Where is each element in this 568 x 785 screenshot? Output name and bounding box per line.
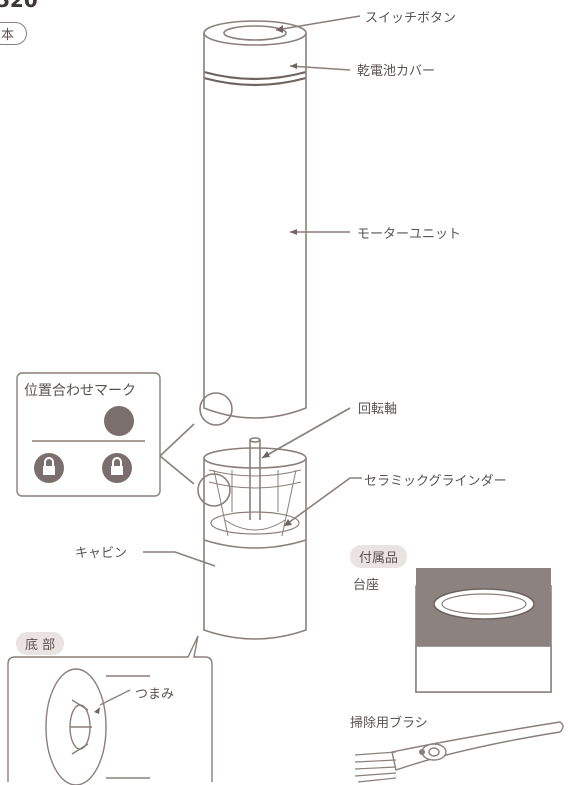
cabin-upper-outline [203, 458, 307, 540]
brush-illustration [354, 721, 564, 783]
label-ceramic-grinder: セラミックグラインダー [364, 474, 507, 489]
label-knob: つまみ [135, 687, 175, 702]
model-number-fragment: 520 [0, 0, 38, 12]
label-cabin: キャビン [75, 546, 128, 561]
cover-band [203, 70, 307, 87]
shaft-lines [249, 440, 261, 520]
label-motor-unit: モーターユニット [357, 227, 462, 242]
bottom-plate [45, 668, 107, 785]
alignment-circle-upper [199, 392, 233, 426]
alignment-circle-lower [197, 473, 231, 507]
label-switch-button: スイッチボタン [365, 11, 457, 26]
alignment-box-title: 位置合わせマーク [24, 383, 136, 399]
switch-button-top [203, 20, 307, 46]
accessories-title: 付属品 [350, 545, 408, 568]
bottom-callout-frame [7, 635, 213, 782]
lock-icon-left [34, 453, 64, 483]
section-badge-fragment: 本 [0, 22, 28, 45]
cabin-top-rim [203, 447, 307, 469]
cabin-lower-outline [203, 540, 307, 640]
motor-unit-outline [203, 70, 307, 419]
label-brush: 掃除用ブラシ [350, 716, 428, 731]
position-mark-dot [104, 406, 134, 436]
switch-button-inner [223, 25, 287, 41]
label-rotation-shaft: 回転軸 [358, 402, 398, 417]
label-battery-cover: 乾電池カバー [357, 64, 436, 79]
section-badge-text: 本 [1, 28, 15, 43]
lock-icon-right [102, 453, 132, 483]
label-stand: 台座 [353, 578, 380, 593]
stand-illustration [415, 568, 552, 693]
bottom-section-title: 底 部 [16, 632, 65, 655]
battery-cover-outline [203, 33, 307, 70]
